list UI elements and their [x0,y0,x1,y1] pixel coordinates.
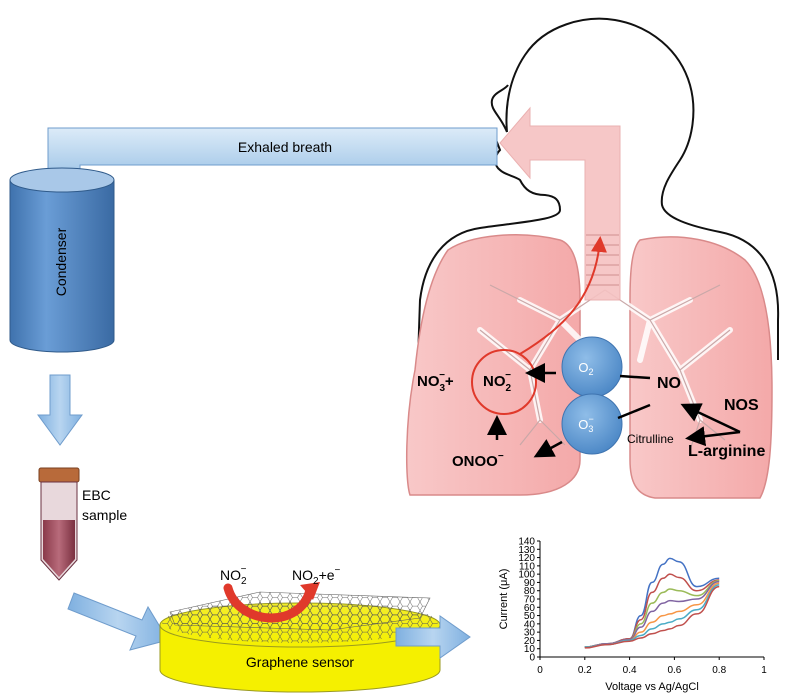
superoxide-bubble [561,393,623,455]
x-tick-label: 0.2 [578,665,592,676]
y-tick-label: 30 [524,628,536,639]
y-tick-label: 40 [524,619,536,630]
peroxynitrite-label: ONOO− [452,451,504,470]
ebc-sample-tube [38,467,80,581]
series-line-2 [584,573,720,648]
graphene-sensor-label: Graphene sensor [246,654,355,670]
human-silhouette-outline [417,17,780,361]
x-tick-label: 1 [761,665,767,676]
x-tick-label: 0.8 [712,665,726,676]
reaction-arrows [487,363,741,458]
y-tick-label: 100 [518,570,535,581]
x-tick-label: 0 [537,665,543,676]
y-tick-label: 70 [524,595,536,606]
x-tick-label: 0.6 [667,665,681,676]
series-line-4 [584,580,720,648]
y-tick-label: 20 [524,636,536,647]
citrulline-label: Citrulline [627,432,674,446]
x-axis-label: Voltage vs Ag/AgCl [605,681,699,693]
y-tick-label: 50 [524,611,536,622]
sensor-input-label: NO2− [220,564,247,587]
lungs-icon [405,234,773,499]
y-tick-label: 90 [524,578,536,589]
x-tick-label: 0.4 [623,665,637,676]
ebc-label-line2: sample [82,507,127,523]
oxygen-label: O2 [578,360,593,377]
y-axis-label: Current (μA) [498,569,510,630]
nitrite-exhale-path [519,236,607,355]
nitrate-label: NO3−+ [417,370,454,394]
sensor-output-label: NO2+e− [292,565,341,587]
down-arrow [37,374,83,446]
nitric-oxide-label: NO [657,375,681,392]
y-tick-label: 80 [524,586,536,597]
y-tick-label: 110 [519,561,535,572]
l-arginine-label: L-arginine [688,443,765,460]
right-arrow [395,615,471,659]
nitrite-label: NO2− [483,370,512,394]
y-tick-label: 120 [518,553,535,564]
y-tick-label: 60 [524,603,536,614]
y-tick-label: 10 [524,644,536,655]
nos-label: NOS [724,397,759,414]
condenser-cylinder [9,167,115,353]
condenser-label: Condenser [53,227,69,296]
y-tick-label: 140 [518,537,535,548]
y-tick-label: 130 [518,545,535,556]
exhaled-breath-label: Exhaled breath [238,139,332,155]
y-tick-label: 0 [529,653,535,664]
ebc-label-line1: EBC [82,487,111,503]
diagonal-arrow [67,592,169,651]
face-profile-icon [490,84,509,133]
series-line-7 [584,585,720,649]
sensor-reaction-arrow [223,583,315,623]
series-line-6 [584,584,720,648]
superoxide-label: O3− [578,414,593,434]
